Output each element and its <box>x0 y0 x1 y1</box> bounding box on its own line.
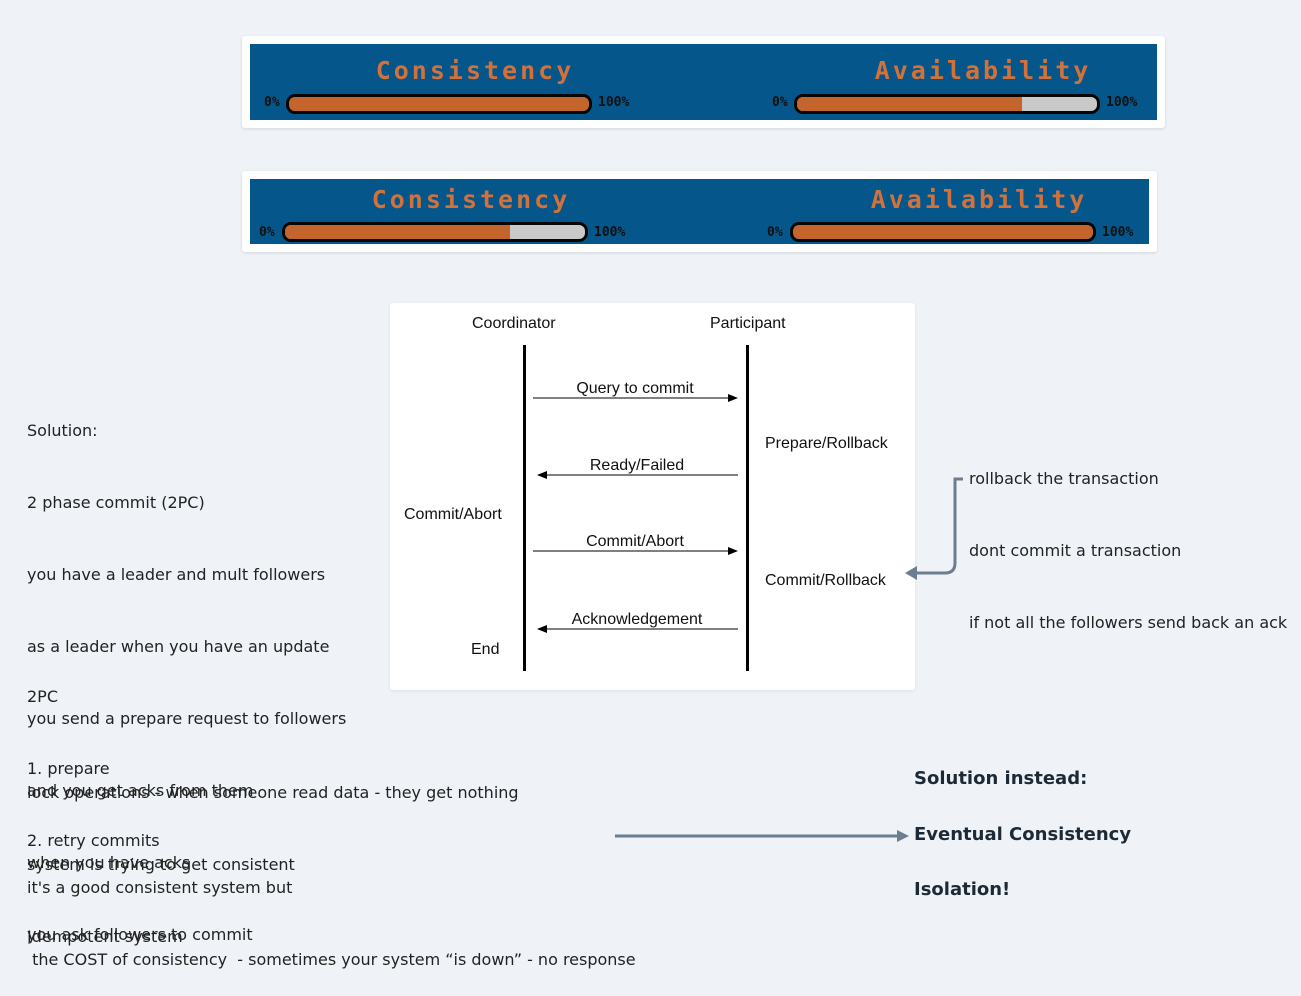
note-line: and you get acks from them <box>27 781 254 800</box>
message-arrows <box>533 394 738 633</box>
two-phase-commit-diagram: Coordinator Participant Query to commit … <box>390 303 915 690</box>
cap-banner-2: Consistency 0% 100% Availability 0% 100% <box>242 171 1157 252</box>
note-line: you have a leader and mult followers <box>27 565 326 584</box>
meter-title: Availability <box>870 185 1088 214</box>
meter-fill <box>285 225 510 239</box>
meter-track <box>286 94 592 114</box>
note-line: it's a good consistent system but <box>27 878 293 897</box>
note-line: rollback the transaction <box>969 469 1159 488</box>
rollback-connector-arrow <box>910 477 963 575</box>
meter-fill <box>793 225 1093 239</box>
meter-min-label: 0% <box>259 225 275 240</box>
meter-min-label: 0% <box>264 95 280 110</box>
meter-track <box>790 222 1096 242</box>
message-label: Ready/Failed <box>589 457 685 474</box>
banner-background: Consistency 0% 100% Availability 0% 100% <box>250 44 1157 120</box>
connector-arrows <box>615 477 963 842</box>
coordinator-label: Coordinator <box>472 315 556 332</box>
meter-max-label: 100% <box>598 95 630 110</box>
message-label: Commit/Abort <box>586 533 684 550</box>
participant-state: Commit/Rollback <box>765 572 886 589</box>
cap-banner-1: Consistency 0% 100% Availability 0% 100% <box>242 36 1165 128</box>
note-line: 2. retry commits <box>27 831 160 850</box>
availability-meter: Availability 0% 100% <box>764 179 1194 244</box>
note-line: 1. prepare <box>27 759 110 778</box>
coordinator-state: Commit/Abort <box>404 506 502 523</box>
note-line: Solution: <box>27 421 98 440</box>
isolation: Isolation! <box>914 879 1011 900</box>
note-line: system is trying to get consistent <box>27 855 295 874</box>
meter-fill <box>289 97 589 111</box>
meter-max-label: 100% <box>594 225 626 240</box>
meter-fill <box>797 97 1022 111</box>
note-line: as a leader when you have an update <box>27 637 330 656</box>
note-line: the COST of consistency - sometimes your… <box>27 950 636 969</box>
note-line: 2 phase commit (2PC) <box>27 493 205 512</box>
participant-label: Participant <box>710 315 786 332</box>
consistency-meter: Consistency 0% 100% <box>256 179 686 244</box>
banner-background: Consistency 0% 100% Availability 0% 100% <box>250 179 1149 244</box>
note-line: when you have acks <box>27 853 191 872</box>
note-line: if not all the followers send back an ac… <box>969 613 1288 632</box>
eventual-consistency: Eventual Consistency <box>914 824 1132 845</box>
meter-track <box>794 94 1100 114</box>
meter-track <box>282 222 588 242</box>
cost-arrowhead <box>897 830 909 842</box>
twopc-notes: 2PC 1. prepare 2. retry commits <box>27 637 160 877</box>
note-line: you send a prepare request to followers <box>27 709 347 728</box>
coordinator-state: End <box>471 641 500 658</box>
message-label: Acknowledgement <box>571 611 703 628</box>
rollback-notes: rollback the transaction dont commit a t… <box>969 419 1287 659</box>
note-line: lock operations - when someone read data… <box>27 783 519 802</box>
solution-heading: Solution instead: <box>914 768 1088 789</box>
coordinator-lifeline <box>523 345 526 671</box>
meter-max-label: 100% <box>1106 95 1138 110</box>
meter-title: Consistency <box>375 56 575 85</box>
meter-title: Availability <box>874 56 1092 85</box>
availability-meter: Availability 0% 100% <box>768 44 1198 120</box>
participant-state: Prepare/Rollback <box>765 435 888 452</box>
note-line: 2PC <box>27 687 58 706</box>
meter-min-label: 0% <box>772 95 788 110</box>
meter-max-label: 100% <box>1102 225 1134 240</box>
meter-title: Consistency <box>371 185 571 214</box>
consistency-meter: Consistency 0% 100% <box>260 44 690 120</box>
note-line: dont commit a transaction <box>969 541 1182 560</box>
meter-min-label: 0% <box>767 225 783 240</box>
rollback-arrowhead <box>905 566 917 580</box>
participant-lifeline <box>746 345 749 671</box>
message-label: Query to commit <box>576 380 694 397</box>
